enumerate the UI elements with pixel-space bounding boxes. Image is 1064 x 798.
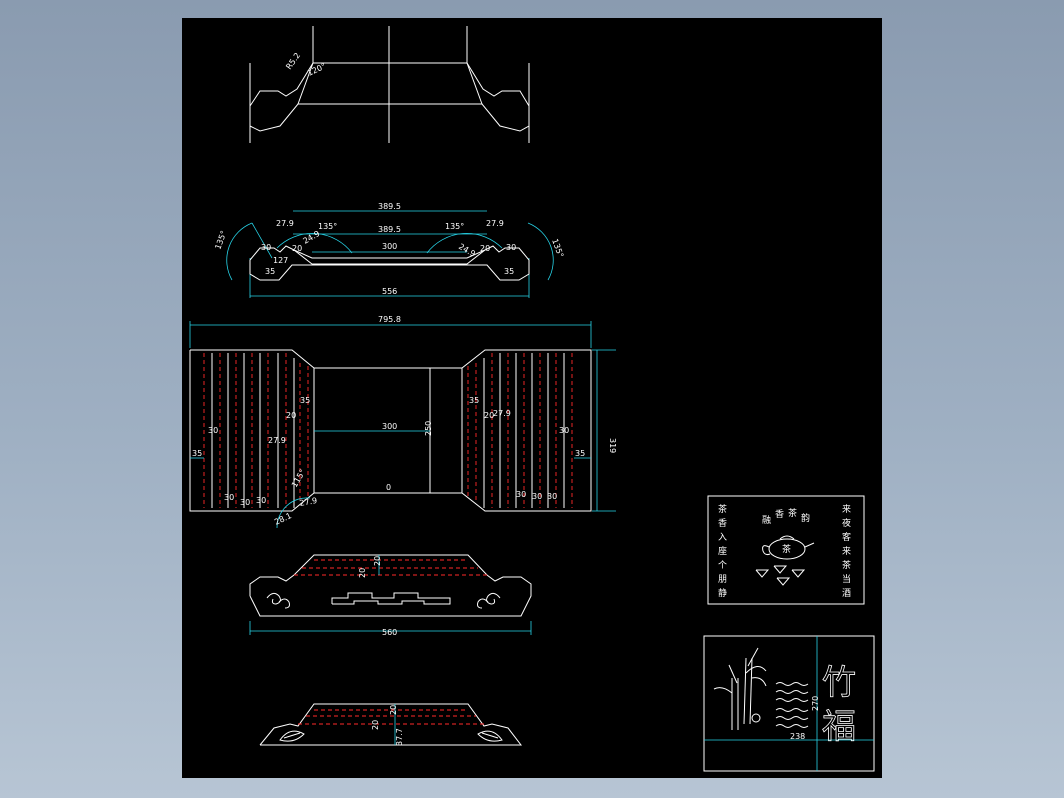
dim-30-b4: 30 [516, 490, 526, 499]
dim-27-9-plan-b: 27.9 [299, 496, 318, 508]
dim-30-plan-r: 30 [559, 426, 569, 435]
section-profile-view: 389.5 389.5 556 300 135° 135° 135° 135° … [213, 202, 565, 298]
left_col-char: 座 [718, 545, 727, 557]
dim-556: 556 [382, 287, 397, 296]
top-profile-view: R5.2 120° [249, 26, 530, 143]
dim-27-9-left: 27.9 [276, 219, 294, 228]
dim-20-plan-r: 20 [484, 411, 494, 420]
dim-127: 127 [273, 256, 288, 265]
front-elevation-view: 20 20 560 [249, 554, 532, 637]
dim-30-b5: 30 [532, 492, 542, 501]
dim-135-right: 135° [550, 238, 565, 259]
right_col-char: 酒 [842, 588, 851, 599]
cad-drawing: R5.2 120° 389.5 389.5 556 300 135° 135° … [189, 26, 875, 772]
dim-24-9-l: 24.9 [302, 229, 322, 246]
dim-27-9-plan-l: 27.9 [268, 436, 286, 445]
calligraphy-fortune: 福 [822, 707, 856, 747]
dim-319: 319 [608, 438, 617, 453]
dim-300-section: 300 [382, 242, 397, 251]
left_col-char: 茶 [718, 503, 727, 515]
left_col-char: 静 [718, 587, 727, 599]
arc-char: 融 [762, 515, 771, 526]
dim-27-9-right: 27.9 [486, 219, 504, 228]
dim-560: 560 [382, 628, 397, 637]
dim-238: 238 [790, 732, 805, 741]
dim-20-plan-l: 20 [286, 411, 296, 420]
calligraphy-bamboo: 竹 [822, 663, 856, 703]
right_col-char: 茶 [842, 559, 851, 571]
tea-carving-panel: 茶香入座个朋静 来夜客来茶当酒 融香茶韵 茶 [707, 495, 865, 605]
arc-char: 香 [775, 509, 784, 520]
dim-r5-2: R5.2 [284, 51, 302, 71]
bamboo-carving-panel: 238 270 竹 福 [703, 635, 875, 772]
dim-30-b3: 30 [256, 496, 266, 505]
dim-20-bottom-a: 20 [389, 705, 398, 715]
arc-char: 茶 [788, 507, 797, 519]
dim-270: 270 [811, 696, 820, 711]
arc-char: 韵 [801, 512, 810, 524]
dim-20-front-a: 20 [373, 556, 382, 566]
arc-title: 融香茶韵 [762, 507, 810, 526]
left_col-char: 朋 [718, 574, 727, 585]
dim-135-c2: 135° [445, 222, 464, 231]
dim-120: 120° [306, 62, 327, 78]
dim-250: 250 [424, 421, 433, 436]
dim-35-plan-l: 35 [300, 396, 310, 405]
dim-30-b2: 30 [240, 498, 250, 507]
dim-135-left: 135° [213, 229, 228, 250]
dim-35-plan-edge-l: 35 [192, 449, 202, 458]
wave-lines [775, 682, 809, 728]
dim-30-b1: 30 [224, 493, 234, 502]
right_col-char: 当 [842, 573, 851, 585]
dim-30-b6: 30 [547, 492, 557, 501]
dim-795-8: 795.8 [378, 315, 401, 324]
drawing-sheet: R5.2 120° 389.5 389.5 556 300 135° 135° … [182, 18, 882, 778]
dim-35-plan-r: 35 [469, 396, 479, 405]
dim-20-front-b: 20 [358, 568, 367, 578]
dim-20-bottom-b: 20 [371, 720, 380, 730]
dim-37-7: 37.7 [395, 728, 404, 746]
dim-35-r: 35 [504, 267, 514, 276]
dim-24-9-r: 24.9 [457, 242, 477, 259]
dim-389-5-a: 389.5 [378, 202, 401, 211]
dim-30-plan-l: 30 [208, 426, 218, 435]
left-slat-lines [203, 353, 309, 508]
dim-28-1: 28.1 [273, 511, 293, 527]
dim-35-l: 35 [265, 267, 275, 276]
bottom-elevation-view: 20 20 37.7 [259, 703, 523, 746]
right_col-char: 来 [842, 504, 851, 515]
dim-35-plan-edge-r: 35 [575, 449, 585, 458]
right-slat-lines [467, 353, 573, 508]
dim-20-r: 20 [480, 244, 490, 253]
left_col-char: 入 [718, 532, 727, 543]
left_col-char: 香 [718, 518, 727, 529]
dim-20-l: 20 [292, 244, 302, 253]
dim-115: 115° [290, 468, 307, 489]
dim-135-c1: 135° [318, 222, 337, 231]
plan-view: 795.8 319 300 250 0 [189, 315, 617, 529]
dim-300-plan: 300 [382, 422, 397, 431]
dim-389-5-b: 389.5 [378, 225, 401, 234]
dim-27-9-plan-r: 27.9 [493, 409, 511, 418]
right_col-char: 客 [842, 531, 851, 543]
teapot-char: 茶 [782, 543, 791, 555]
right_col-char: 夜 [842, 517, 851, 529]
dim-0: 0 [386, 483, 391, 492]
right_col-char: 来 [842, 546, 851, 557]
left_col-char: 个 [718, 560, 727, 571]
